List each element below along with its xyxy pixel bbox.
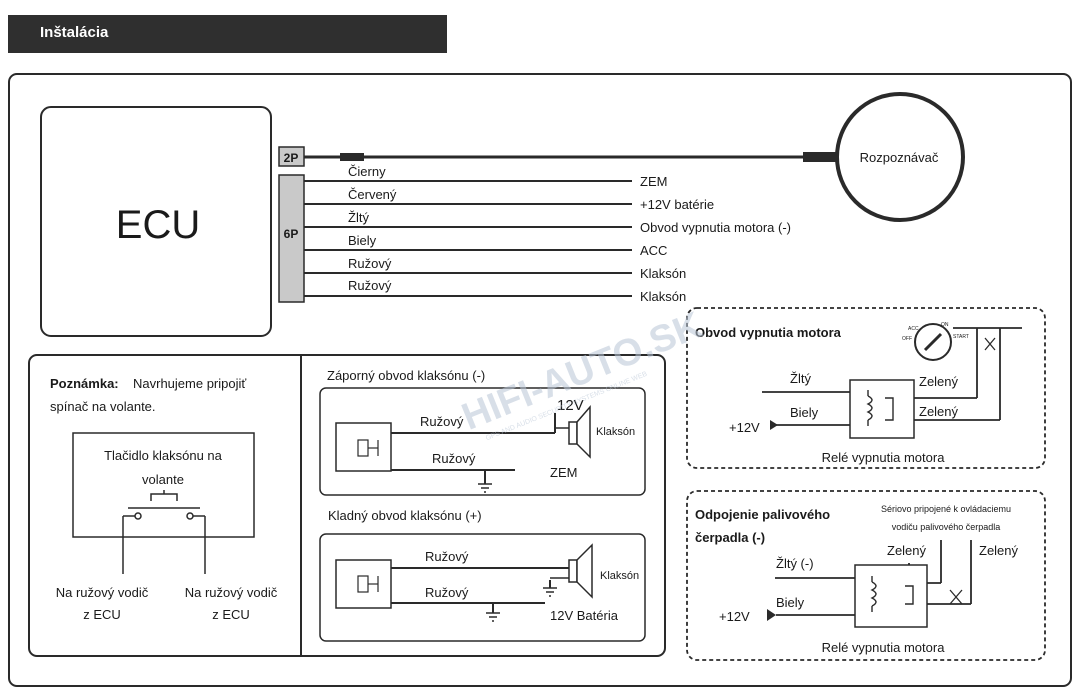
fuel-title-1: Odpojenie palivového: [695, 507, 830, 522]
fuel-green-2: Zelený: [979, 543, 1019, 558]
ignition-start: START: [953, 334, 969, 340]
engine-relay-label: Relé vypnutia motora: [822, 450, 946, 465]
wire-label-pink-2: Ružový: [348, 278, 392, 293]
ecu-label: ECU: [116, 203, 200, 247]
fuel-plus12: +12V: [719, 609, 750, 624]
positive-horn-label: Klaksón: [600, 570, 639, 582]
recognizer-label: Rozpoznávač: [860, 150, 939, 165]
wire-dest-ground: ZEM: [640, 174, 667, 189]
positive-horn-wires: [391, 567, 569, 613]
fuel-series-2: vodiču palivového čerpadla: [892, 522, 1001, 532]
negative-relay-icon: [357, 439, 379, 457]
note-bold: Poznámka:: [50, 376, 119, 391]
fuel-series-1: Sériovo pripojené k ovládaciemu: [881, 504, 1011, 514]
wire-dest-battery: +12V batérie: [640, 197, 714, 212]
engine-cutoff-frame: [686, 307, 1046, 469]
scissors-icon: [984, 337, 996, 351]
horn-speaker-icon: [555, 404, 591, 459]
horn-button-box: [72, 432, 255, 538]
negative-ground-label: ZEM: [550, 465, 577, 480]
fuel-green-1: Zelený: [887, 543, 927, 558]
note-right-2: z ECU: [212, 607, 250, 622]
wire-dest-acc: ACC: [640, 243, 667, 258]
wire-dest-horn-1: Klaksón: [640, 266, 686, 281]
recognizer-circle: [835, 92, 965, 222]
ground-icon: [478, 483, 492, 493]
fuel-title-2: čerpadla (-): [695, 530, 765, 545]
wire-label-pink-1: Ružový: [348, 256, 392, 271]
positive-horn-title: Kladný obvod klaksónu (+): [328, 508, 482, 523]
engine-yellow: Žltý: [790, 371, 811, 386]
engine-plus12: +12V: [729, 420, 760, 435]
engine-green-2: Zelený: [919, 404, 959, 419]
white-wire-arrow: [770, 420, 778, 430]
wire-lines: [304, 180, 632, 297]
negative-horn-frame: [319, 387, 646, 496]
horn-button-label-1: Tlačidlo klaksónu na: [104, 448, 223, 463]
note-left-1: Na ružový vodič: [56, 585, 149, 600]
note-text-1: Navrhujeme pripojiť: [133, 376, 246, 391]
positive-horn-frame: [319, 533, 646, 642]
engine-green-1: Zelený: [919, 374, 959, 389]
engine-relay-box: [849, 379, 915, 439]
push-switch-icon: [122, 490, 206, 574]
fuel-relay-label: Relé vypnutia motora: [822, 640, 946, 655]
positive-wire-2: Ružový: [425, 585, 469, 600]
wire-dest-horn-2: Klaksón: [640, 289, 686, 304]
connector-6p-label: 6P: [284, 227, 299, 241]
fuel-white: Biely: [776, 595, 805, 610]
lower-left-frame: [28, 354, 666, 657]
wire-label-black: Čierny: [348, 164, 386, 179]
negative-wire-1: Ružový: [420, 414, 464, 429]
positive-relay-icon: [357, 575, 379, 593]
wire-label-white: Biely: [348, 233, 377, 248]
note-right-1: Na ružový vodič: [185, 585, 278, 600]
engine-white: Biely: [790, 405, 819, 420]
horn-button-label-2: volante: [142, 472, 184, 487]
scissors-icon: [949, 589, 963, 605]
ignition-switch-icon: [914, 323, 952, 361]
fuel-pump-frame: [686, 490, 1046, 661]
positive-relay-box: [335, 559, 392, 609]
engine-relay-coil-icon: [866, 390, 894, 426]
plug-left: [340, 153, 364, 161]
negative-wire-2: Ružový: [432, 451, 476, 466]
positive-wire-1: Ružový: [425, 549, 469, 564]
wire-dest-cutoff: Obvod vypnutia motora (-): [640, 220, 791, 235]
note-text-2: spínač na volante.: [50, 399, 156, 414]
note-left-2: z ECU: [83, 607, 121, 622]
outer-frame: [8, 73, 1072, 687]
engine-cutoff-title: Obvod vypnutia motora: [695, 325, 842, 340]
negative-horn-title: Záporný obvod klaksónu (-): [327, 368, 485, 383]
horn-speaker-icon: [550, 543, 593, 599]
negative-horn-wires: [391, 413, 556, 484]
ignition-acc: ACC: [908, 326, 919, 332]
connector-2p-label: 2P: [284, 151, 299, 165]
fuel-yellow: Žltý (-): [776, 556, 814, 571]
fuel-relay-box: [854, 564, 928, 628]
negative-voltage: 12V: [557, 397, 584, 414]
wire-label-yellow: Žltý: [348, 210, 369, 225]
plug-right: [803, 152, 839, 162]
ground-icon: [486, 587, 557, 622]
ecu-box: [40, 106, 272, 337]
connector-6p: [278, 174, 305, 303]
fuel-relay-coil-icon: [870, 576, 914, 612]
negative-relay-box: [335, 422, 392, 472]
negative-horn-label: Klaksón: [596, 426, 635, 438]
section-title: Inštalácia: [40, 24, 109, 41]
wire-label-red: Červený: [348, 187, 397, 202]
white-wire-arrow: [767, 609, 776, 621]
ignition-off: OFF: [902, 336, 912, 342]
positive-battery-label: 12V Batéria: [550, 608, 619, 623]
section-header-bar: [8, 15, 447, 53]
ignition-on: ON: [941, 322, 949, 328]
